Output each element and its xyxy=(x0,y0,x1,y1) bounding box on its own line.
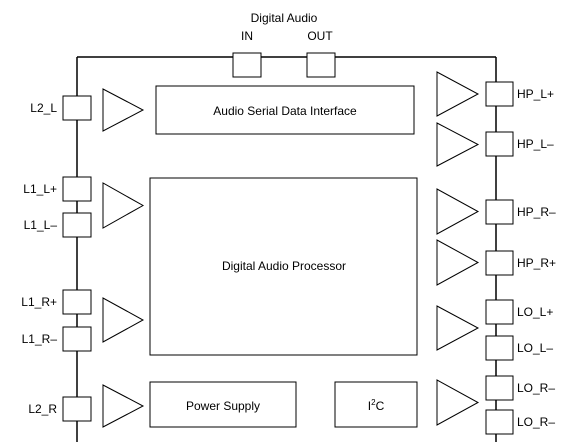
left-pin-box xyxy=(62,176,92,202)
left-pin-box xyxy=(62,95,92,121)
digital-audio-header: Digital Audio IN OUT xyxy=(232,11,336,78)
amplifier-icon xyxy=(436,71,480,117)
left-pin-label: L1_L+ xyxy=(23,182,57,196)
amplifier-icon xyxy=(436,239,480,286)
digital-audio-title: Digital Audio xyxy=(251,11,318,25)
i2c-label-suffix: C xyxy=(376,399,385,413)
right-pin-label: LO_L– xyxy=(517,341,553,355)
digital-in-pin xyxy=(232,52,262,78)
right-pin-box xyxy=(485,131,514,157)
amplifier-icon xyxy=(436,305,480,351)
digital-in-label: IN xyxy=(241,29,253,43)
amplifier-icon xyxy=(102,384,145,428)
amplifier-icon xyxy=(436,188,480,235)
left-pin-label: L2_L xyxy=(30,101,57,115)
left-amplifiers xyxy=(102,88,145,428)
amplifier-icon xyxy=(102,182,145,229)
right-pin-box xyxy=(485,250,514,276)
left-pin-label: L2_R xyxy=(28,402,57,416)
right-pin-label: HP_R+ xyxy=(517,256,556,270)
left-pin-box xyxy=(62,396,92,422)
i2c-label-superscript: 2 xyxy=(371,398,376,407)
right-pin-label: LO_R– xyxy=(517,381,555,395)
right-pin-label: HP_L+ xyxy=(517,87,554,101)
left-pin-box xyxy=(62,212,92,238)
power-supply-label: Power Supply xyxy=(186,399,260,413)
amplifier-icon xyxy=(102,297,145,343)
processor-label: Digital Audio Processor xyxy=(222,259,346,273)
right-pin-box xyxy=(485,299,514,325)
left-pin-box xyxy=(62,326,92,352)
functional-blocks: Audio Serial Data Interface Digital Audi… xyxy=(149,85,418,428)
right-pin-box xyxy=(485,335,514,361)
left-pins: L2_L L1_L+ L1_L– L1_R+ L1_R– L2_R xyxy=(21,95,92,422)
digital-out-label: OUT xyxy=(307,29,333,43)
right-amplifiers xyxy=(436,71,480,426)
amplifier-icon xyxy=(436,122,480,167)
right-pin-box xyxy=(485,81,514,107)
serial-interface-label: Audio Serial Data Interface xyxy=(213,104,357,118)
i2c-label: I2C xyxy=(368,398,385,413)
serial-interface-block xyxy=(155,85,415,135)
i2c-block xyxy=(334,381,418,428)
right-pin-box xyxy=(485,409,514,435)
left-pin-label: L1_R+ xyxy=(21,295,57,309)
digital-out-pin xyxy=(306,52,336,78)
left-pin-label: L1_R– xyxy=(22,332,58,346)
amplifier-icon xyxy=(102,88,145,132)
processor-block xyxy=(149,177,418,356)
right-pins: HP_L+ HP_L– HP_R– HP_R+ LO_L+ LO_L– LO_R… xyxy=(485,81,556,435)
i2c-label-prefix: I xyxy=(368,399,371,413)
right-pin-label: HP_L– xyxy=(517,137,554,151)
right-pin-label: HP_R– xyxy=(517,205,556,219)
left-pin-label: L1_L– xyxy=(24,218,58,232)
right-pin-box xyxy=(485,375,514,401)
right-pin-label: LO_R– xyxy=(517,415,555,429)
power-supply-block xyxy=(149,381,297,428)
amplifier-icon xyxy=(436,379,480,426)
right-pin-label: LO_L+ xyxy=(517,305,553,319)
left-pin-box xyxy=(62,289,92,315)
right-pin-box xyxy=(485,199,514,225)
